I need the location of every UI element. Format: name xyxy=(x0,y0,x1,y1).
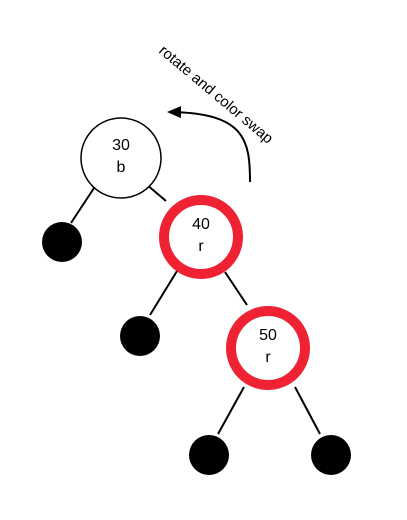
node-30: 30 b xyxy=(80,117,162,199)
nil-leaf-50-left xyxy=(189,435,229,475)
rotation-arrow xyxy=(167,106,251,183)
node-40-key: 40 xyxy=(192,216,210,233)
edge-50-to-left-leaf xyxy=(217,386,245,435)
rotation-annotation: rotate and color swap xyxy=(155,42,276,147)
edge-40-to-50 xyxy=(224,271,248,306)
node-40: 40 r xyxy=(159,195,243,279)
nil-leaf-30-left xyxy=(42,222,82,262)
node-50-key: 50 xyxy=(259,327,277,344)
edge-40-to-left-leaf xyxy=(149,270,178,316)
node-50-color: r xyxy=(265,349,271,366)
node-40-circle xyxy=(159,195,243,279)
node-30-key: 30 xyxy=(112,137,130,154)
edge-30-to-left-leaf xyxy=(70,184,97,224)
node-40-color: r xyxy=(198,238,204,255)
node-30-color: b xyxy=(117,159,126,176)
node-30-circle xyxy=(80,117,162,199)
nil-leaf-40-left xyxy=(120,316,160,356)
node-50: 50 r xyxy=(226,306,310,390)
edge-50-to-right-leaf xyxy=(294,386,321,435)
node-50-circle xyxy=(226,306,310,390)
nil-leaf-50-right xyxy=(311,435,351,475)
